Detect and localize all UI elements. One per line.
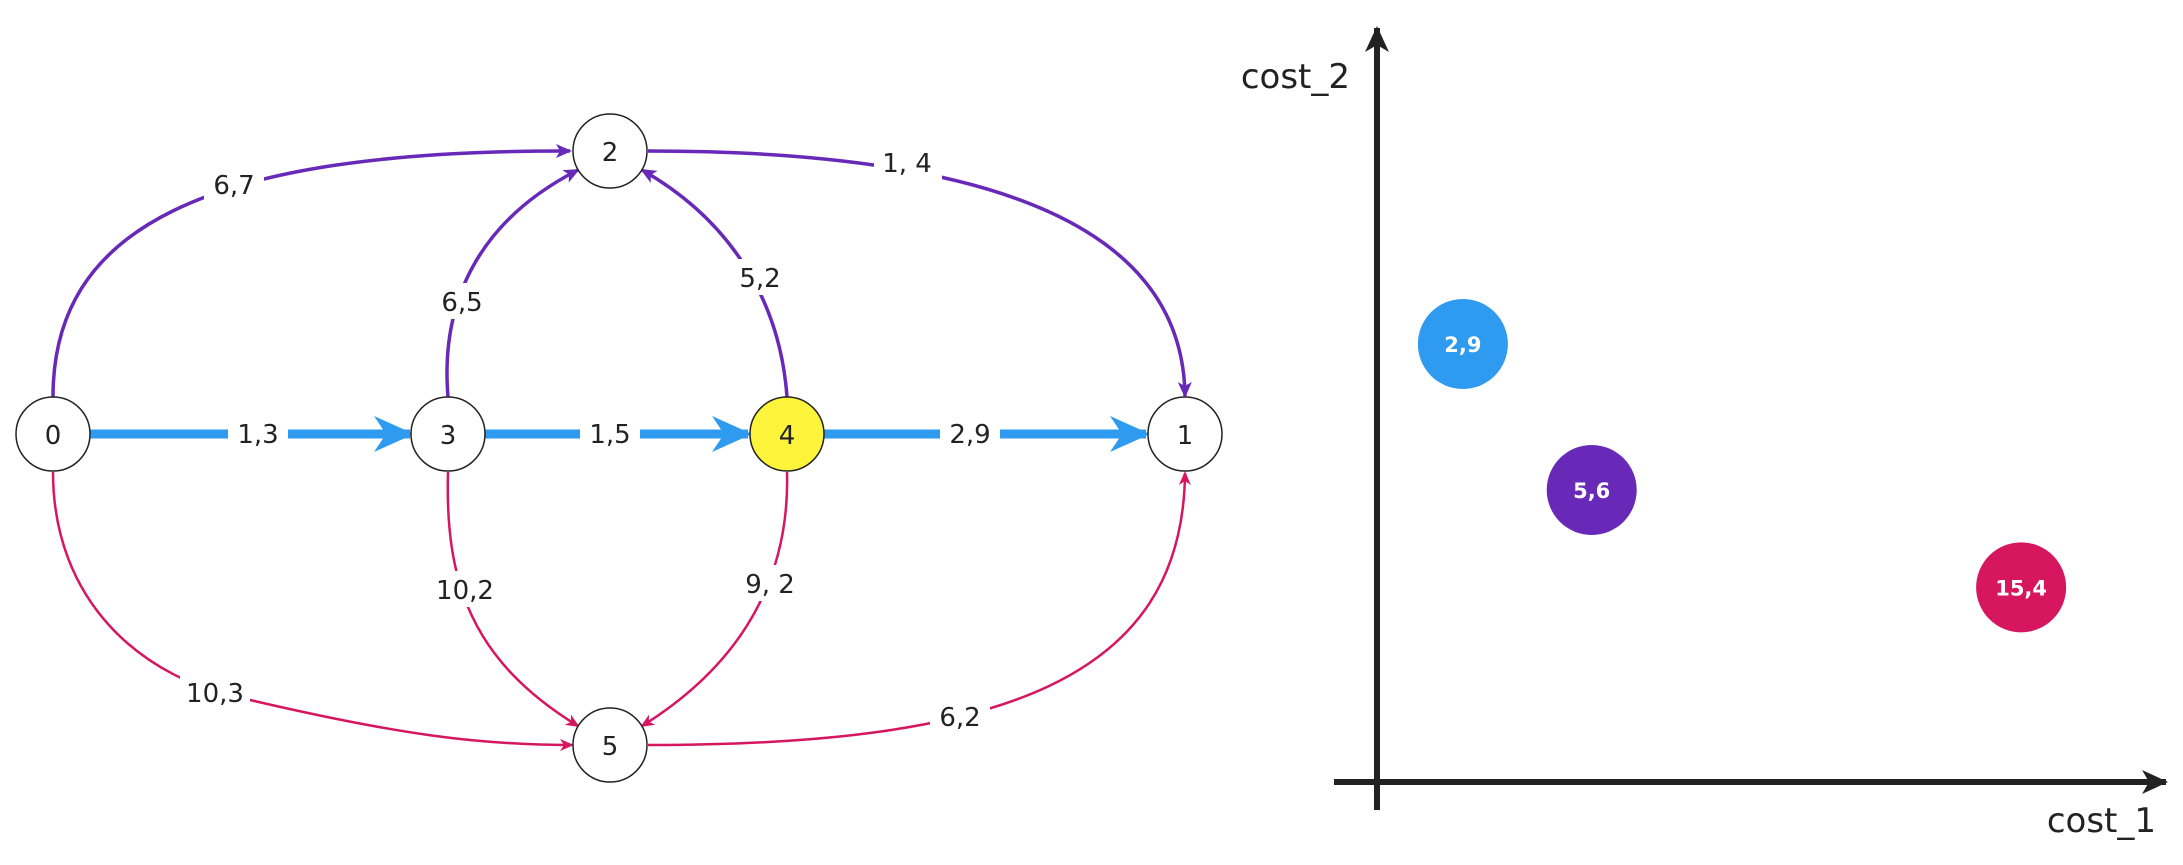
edge-label-0-5: 10,3 bbox=[186, 679, 244, 709]
data-point-1: 5,6 bbox=[1546, 445, 1637, 535]
node-4: 4 bbox=[749, 396, 825, 472]
data-point-marker bbox=[1417, 299, 1508, 389]
edge-4-1-arrowhead bbox=[1110, 416, 1150, 452]
graph-diagram: 1,3 1,5 2,9 6,7 6,5 5,2 1, 4 10,3 10,2 9… bbox=[15, 113, 1223, 783]
data-points: 2,9 5,6 15,4 bbox=[1417, 299, 2067, 633]
edge-label-0-3: 1,3 bbox=[237, 420, 278, 450]
edge-0-3-arrowhead bbox=[374, 416, 414, 452]
data-point-label: 2,9 bbox=[1444, 333, 1481, 357]
node-label-0: 0 bbox=[45, 421, 62, 451]
y-axis-label: cost_2 bbox=[1241, 57, 1350, 97]
node-label-4: 4 bbox=[779, 421, 796, 451]
node-1: 1 bbox=[1147, 396, 1223, 472]
edge-label-4-2: 5,2 bbox=[739, 264, 780, 294]
x-axis-label: cost_1 bbox=[2047, 801, 2156, 841]
edge-label-3-2: 6,5 bbox=[441, 288, 482, 318]
data-point-marker bbox=[1976, 542, 2067, 633]
edge-labels: 1,3 1,5 2,9 6,7 6,5 5,2 1, 4 10,3 10,2 9… bbox=[180, 144, 1000, 734]
edge-label-4-5: 9, 2 bbox=[745, 570, 795, 600]
data-point-2: 15,4 bbox=[1976, 542, 2067, 633]
data-point-label: 15,4 bbox=[1995, 576, 2047, 600]
data-point-0: 2,9 bbox=[1417, 299, 1508, 389]
nodes: 0 3 4 1 2 5 bbox=[15, 113, 1223, 783]
edge-3-2 bbox=[445, 168, 580, 398]
node-label-1: 1 bbox=[1177, 421, 1194, 451]
edge-5-1 bbox=[647, 471, 1191, 747]
data-point-marker bbox=[1546, 445, 1637, 535]
node-label-2: 2 bbox=[602, 138, 619, 168]
node-label-3: 3 bbox=[440, 421, 457, 451]
edge-3-4-arrowhead bbox=[712, 416, 752, 452]
node-3: 3 bbox=[410, 396, 486, 472]
node-label-5: 5 bbox=[602, 732, 619, 762]
edge-label-4-1: 2,9 bbox=[949, 420, 990, 450]
edge-label-3-4: 1,5 bbox=[589, 420, 630, 450]
edge-4-5 bbox=[640, 471, 789, 728]
data-point-label: 5,6 bbox=[1573, 479, 1610, 503]
scatter-plot: cost_2 cost_1 2,9 5,6 15,4 bbox=[1241, 26, 2168, 841]
node-5: 5 bbox=[572, 707, 648, 783]
edge-label-0-2: 6,7 bbox=[213, 171, 254, 201]
edge-label-5-1: 6,2 bbox=[939, 703, 980, 733]
edge-3-5 bbox=[446, 471, 580, 728]
edges-pink bbox=[51, 471, 1191, 751]
node-2: 2 bbox=[572, 113, 648, 189]
edge-0-2 bbox=[51, 143, 572, 398]
edge-0-5 bbox=[51, 471, 574, 751]
edge-label-3-5: 10,2 bbox=[436, 576, 494, 606]
edge-2-1 bbox=[647, 149, 1192, 398]
edge-label-2-1: 1, 4 bbox=[882, 149, 932, 179]
node-0: 0 bbox=[15, 396, 91, 472]
